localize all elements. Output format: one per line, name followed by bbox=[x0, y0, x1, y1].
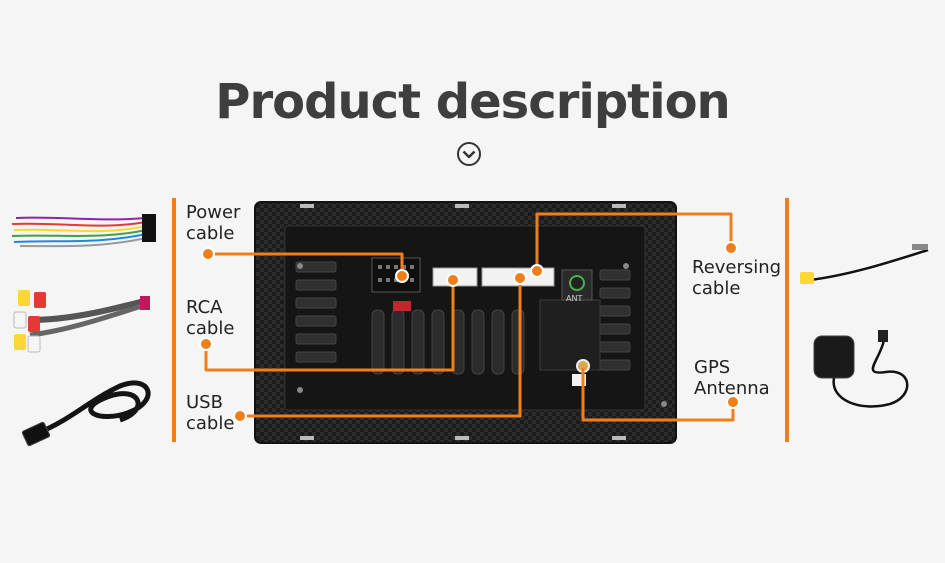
ant-port-label: ANT bbox=[566, 294, 582, 303]
rca-cable-icon bbox=[13, 290, 150, 353]
leader-dots bbox=[199, 241, 740, 423]
page-title: Product description bbox=[215, 74, 730, 130]
power-cable-label: Power cable bbox=[186, 202, 241, 244]
right-divider bbox=[785, 198, 789, 442]
usb-cable-label: USB cable bbox=[186, 392, 235, 434]
power-cable-icon bbox=[11, 214, 156, 248]
reversing-cable-icon bbox=[800, 244, 929, 284]
usb-cable-icon bbox=[21, 380, 151, 447]
reversing-cable-label: Reversing cable bbox=[692, 257, 782, 299]
leader-lines bbox=[204, 212, 735, 422]
head-unit-back-panel: ANT bbox=[254, 201, 677, 444]
rca-cable-label: RCA cable bbox=[186, 297, 235, 339]
chevron-down-circle-icon bbox=[457, 142, 481, 166]
left-divider bbox=[172, 198, 176, 442]
gps-antenna-label: GPS Antenna bbox=[694, 357, 770, 399]
gps-antenna-icon bbox=[813, 330, 909, 408]
